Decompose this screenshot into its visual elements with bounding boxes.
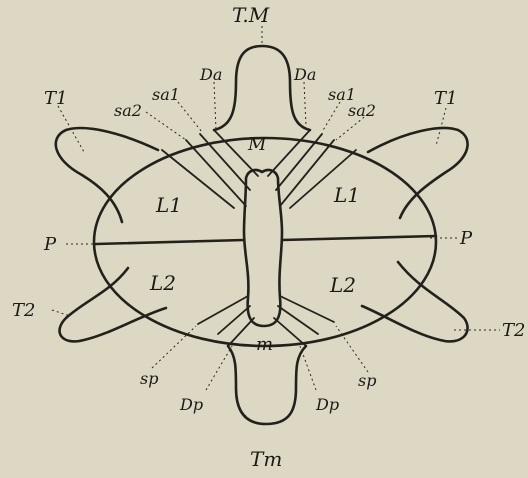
label-tm-top: T.M bbox=[232, 3, 270, 27]
label-da-right: Da bbox=[293, 65, 316, 84]
label-sa2-right: sa2 bbox=[348, 101, 376, 120]
label-m-lower: m bbox=[256, 334, 273, 355]
label-t1-right: T1 bbox=[434, 88, 457, 109]
label-sp-right: sp bbox=[358, 371, 376, 390]
label-t1-left: T1 bbox=[44, 88, 67, 109]
label-l2-left: L2 bbox=[149, 271, 176, 295]
label-dp-right: Dp bbox=[315, 395, 339, 414]
label-sa2-left: sa2 bbox=[114, 101, 142, 120]
label-p-left: P bbox=[43, 234, 57, 255]
label-sa1-left: sa1 bbox=[152, 85, 180, 104]
label-dp-left: Dp bbox=[179, 395, 203, 414]
label-tm-bottom: Tm bbox=[250, 447, 282, 471]
label-da-left: Da bbox=[199, 65, 222, 84]
label-l1-left: L1 bbox=[155, 193, 182, 217]
label-l2-right: L2 bbox=[329, 273, 356, 297]
label-p-right: P bbox=[459, 228, 473, 249]
label-m-upper: M bbox=[247, 134, 267, 155]
label-t2-right: T2 bbox=[502, 320, 525, 341]
label-l1-right: L1 bbox=[333, 183, 360, 207]
label-sp-left: sp bbox=[140, 369, 158, 388]
label-t2-left: T2 bbox=[12, 300, 35, 321]
